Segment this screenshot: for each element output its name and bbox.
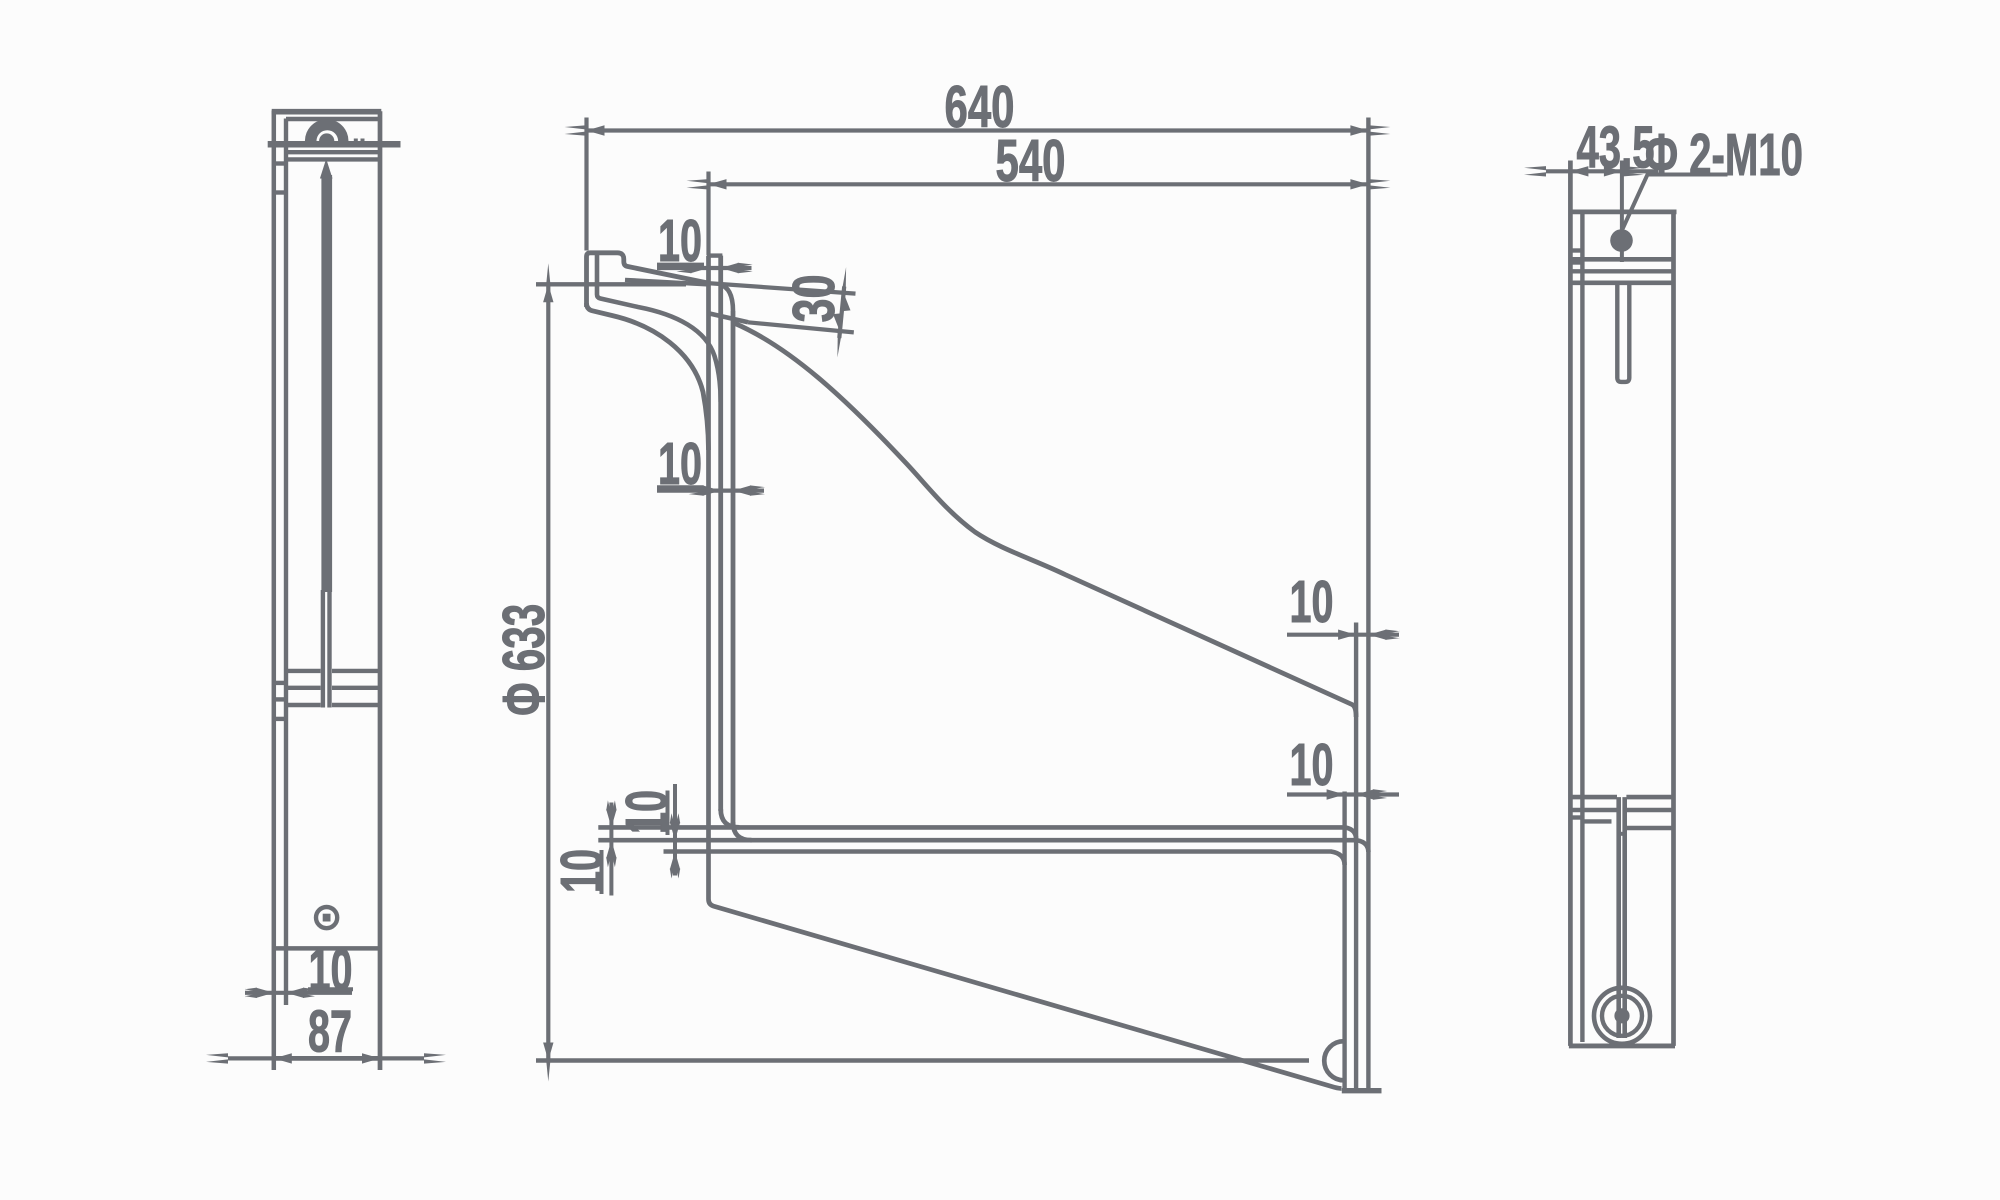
svg-text:10: 10 xyxy=(614,790,680,834)
svg-text:30: 30 xyxy=(781,275,847,323)
svg-text:10: 10 xyxy=(1290,569,1334,635)
svg-text:540: 540 xyxy=(996,128,1066,194)
svg-text:640: 640 xyxy=(945,74,1015,140)
svg-text:10: 10 xyxy=(309,937,353,1003)
svg-text:Φ 633: Φ 633 xyxy=(491,604,557,716)
svg-text:Φ 2-M10: Φ 2-M10 xyxy=(1645,122,1803,188)
svg-text:10: 10 xyxy=(1290,732,1334,798)
svg-text:10: 10 xyxy=(549,849,615,893)
svg-text:43.5: 43.5 xyxy=(1577,115,1655,181)
svg-text:87: 87 xyxy=(308,999,352,1065)
